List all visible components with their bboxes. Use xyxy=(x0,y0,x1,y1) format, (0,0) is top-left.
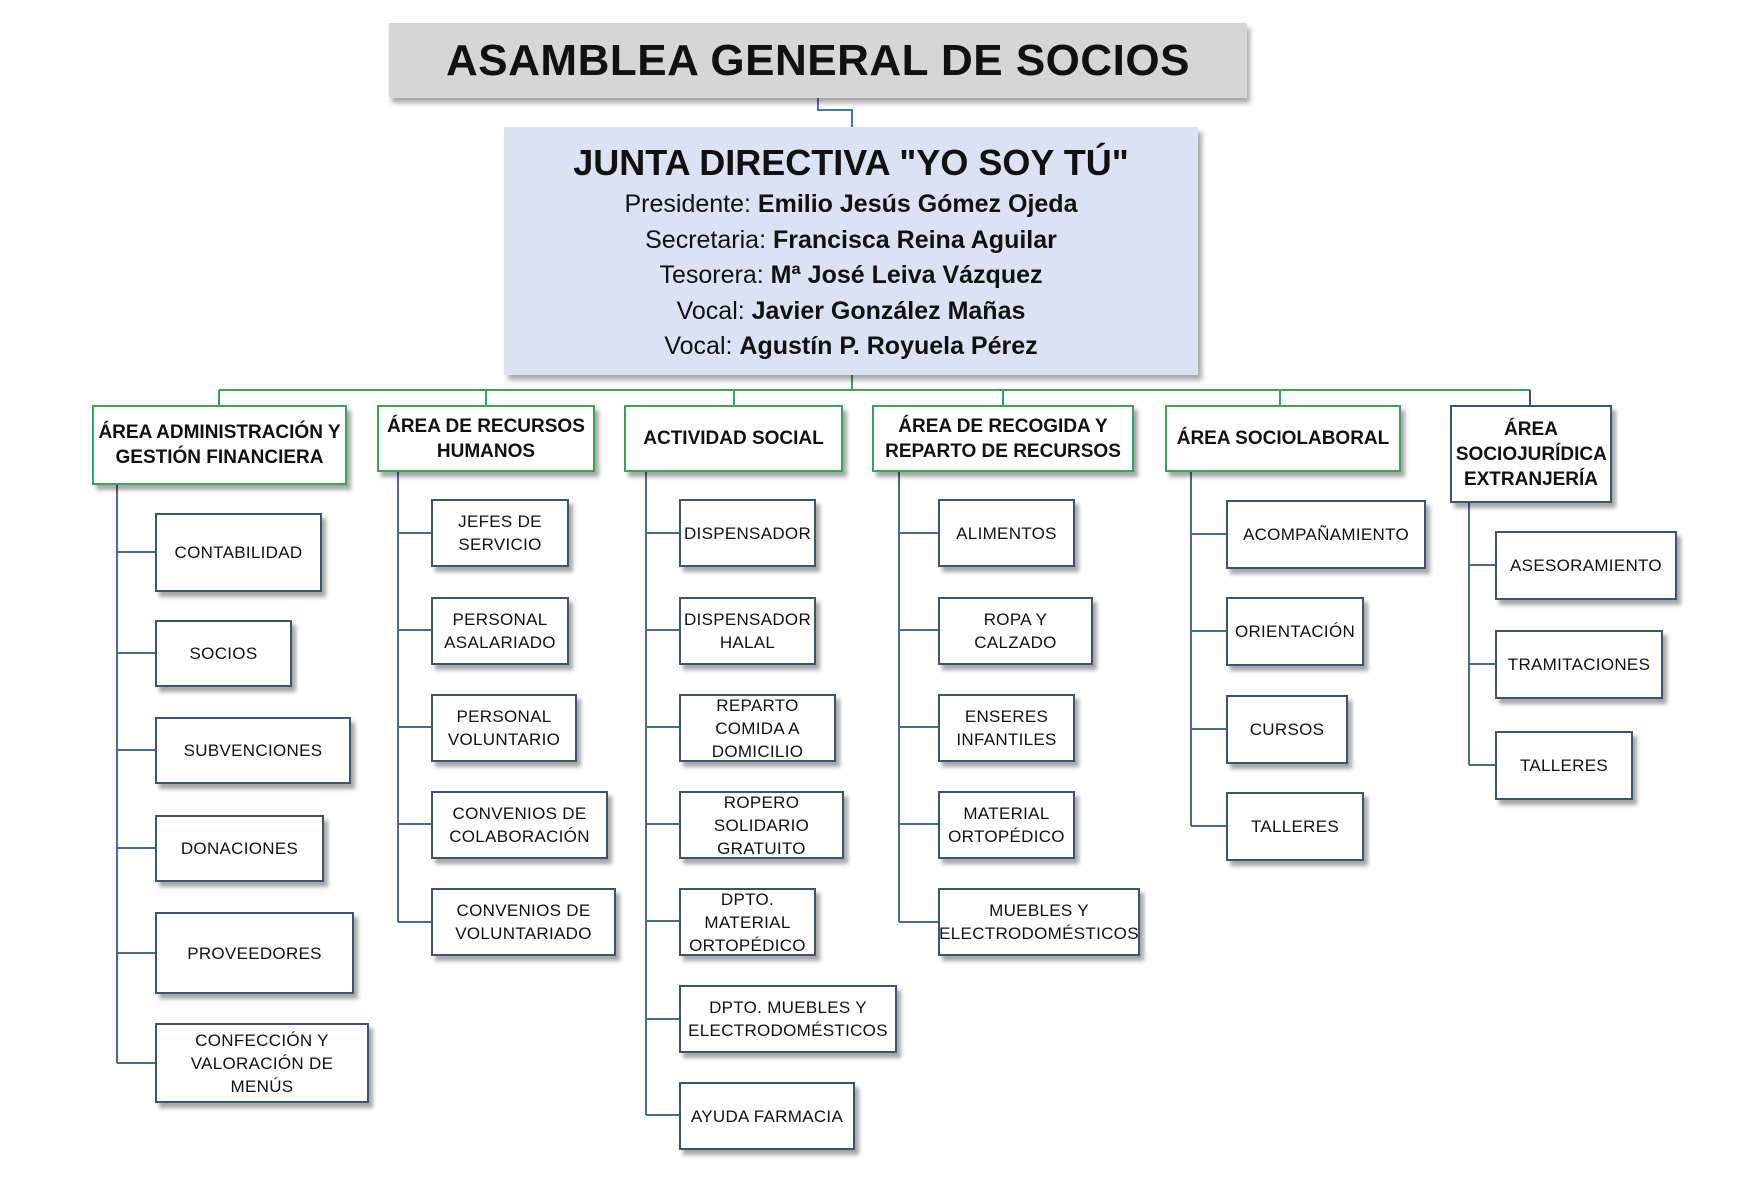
org-item: TALLERES xyxy=(1226,792,1364,861)
org-item: CONVENIOS DE VOLUNTARIADO xyxy=(431,888,616,956)
org-item: SUBVENCIONES xyxy=(155,717,351,784)
general-assembly-title: ASAMBLEA GENERAL DE SOCIOS xyxy=(446,35,1190,85)
org-item: ASESORAMIENTO xyxy=(1495,531,1677,600)
org-item: DONACIONES xyxy=(155,815,324,882)
org-item: ORIENTACIÓN xyxy=(1226,597,1364,666)
board-member-row: Tesorera: Mª José Leiva Vázquez xyxy=(504,258,1198,294)
org-item: DISPENSADOR HALAL xyxy=(679,597,816,665)
board-role: Tesorera: xyxy=(659,261,764,289)
org-item: CONVENIOS DE COLABORACIÓN xyxy=(431,791,608,859)
board-member-row: Vocal: Javier González Mañas xyxy=(504,294,1198,330)
org-item: SOCIOS xyxy=(155,620,292,687)
board-member-name: Agustín P. Royuela Pérez xyxy=(739,332,1038,360)
general-assembly-box: ASAMBLEA GENERAL DE SOCIOS xyxy=(389,23,1247,98)
area-header-administration: ÁREA ADMINISTRACIÓN Y GESTIÓN FINANCIERA xyxy=(92,405,347,485)
org-item: TALLERES xyxy=(1495,731,1633,800)
board-member-row: Secretaria: Francisca Reina Aguilar xyxy=(504,223,1198,259)
board-title: JUNTA DIRECTIVA "YO SOY TÚ" xyxy=(573,142,1129,183)
area-header-collection-distribution: ÁREA DE RECOGIDA Y REPARTO DE RECURSOS xyxy=(872,405,1134,472)
org-item: ENSERES INFANTILES xyxy=(938,694,1075,762)
org-item: CONTABILIDAD xyxy=(155,513,322,592)
board-member-name: Emilio Jesús Gómez Ojeda xyxy=(757,190,1078,218)
org-item: CURSOS xyxy=(1226,695,1348,764)
board-member-row: Vocal: Agustín P. Royuela Pérez xyxy=(504,329,1198,365)
board-of-directors-box: JUNTA DIRECTIVA "YO SOY TÚ" Presidente: … xyxy=(504,127,1198,375)
org-item: REPARTO COMIDA A DOMICILIO xyxy=(679,694,836,762)
area-header-social-activity: ACTIVIDAD SOCIAL xyxy=(624,405,843,472)
board-role: Secretaria: xyxy=(645,225,767,254)
org-item: TRAMITACIONES xyxy=(1495,630,1663,699)
board-role: Presidente: xyxy=(624,190,751,218)
board-role: Vocal: xyxy=(664,332,733,360)
area-header-sociolabor: ÁREA SOCIOLABORAL xyxy=(1165,405,1401,472)
board-member-name: Mª José Leiva Vázquez xyxy=(770,261,1043,289)
org-item: JEFES DE SERVICIO xyxy=(431,499,569,567)
org-item: ROPERO SOLIDARIO GRATUITO xyxy=(679,791,844,859)
org-item: MATERIAL ORTOPÉDICO xyxy=(938,791,1075,859)
org-item: DISPENSADOR xyxy=(679,499,816,567)
board-member-name: Francisca Reina Aguilar xyxy=(772,225,1057,254)
area-header-human-resources: ÁREA DE RECURSOS HUMANOS xyxy=(377,405,595,472)
org-item: PERSONAL VOLUNTARIO xyxy=(431,694,577,762)
board-member-name: Javier González Mañas xyxy=(751,296,1026,325)
board-role: Vocal: xyxy=(676,296,745,325)
org-item: ACOMPAÑAMIENTO xyxy=(1226,500,1426,569)
org-item: ALIMENTOS xyxy=(938,499,1075,567)
org-item: DPTO. MUEBLES Y ELECTRODOMÉSTICOS xyxy=(679,985,897,1053)
org-item: DPTO. MATERIAL ORTOPÉDICO xyxy=(679,888,816,956)
org-item: AYUDA FARMACIA xyxy=(679,1082,855,1150)
org-item: ROPA Y CALZADO xyxy=(938,597,1093,665)
org-item: CONFECCIÓN Y VALORACIÓN DE MENÚS xyxy=(155,1023,369,1103)
org-item: PROVEEDORES xyxy=(155,912,354,994)
org-item: PERSONAL ASALARIADO xyxy=(431,597,569,665)
org-item: MUEBLES Y ELECTRODOMÉSTICOS xyxy=(938,888,1140,956)
board-member-row: Presidente: Emilio Jesús Gómez Ojeda xyxy=(504,187,1198,223)
area-header-sociolegal: ÁREA SOCIOJURÍDICA EXTRANJERÍA xyxy=(1450,405,1612,503)
